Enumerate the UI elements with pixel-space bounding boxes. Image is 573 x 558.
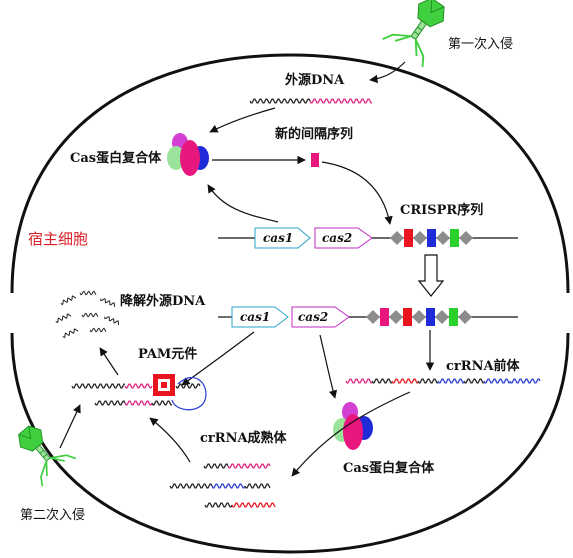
arrow-cas2-to-complex <box>319 334 338 399</box>
mature-crrna-strand <box>227 463 271 469</box>
crispr-repeat <box>390 231 404 245</box>
crispr-spacer <box>404 229 413 247</box>
genome-row-top: cas1 cas2 <box>218 227 518 249</box>
dna-fragment <box>60 295 77 306</box>
crispr-spacer <box>427 229 436 247</box>
pre-crrna-segment <box>345 378 372 384</box>
mature-crrna-label: crRNA成熟体 <box>200 430 288 446</box>
pre-crrna-label: crRNA前体 <box>446 358 521 374</box>
pre-crrna-segment <box>437 378 464 384</box>
crispr-repeat <box>389 310 403 324</box>
dna-fragment <box>81 312 99 318</box>
degraded-dna-fragments <box>55 290 120 339</box>
cas-protein-complex-icon-top <box>167 133 209 176</box>
cas1-label-middle: cas1 <box>240 310 270 324</box>
host-cell-label: 宿主细胞 <box>28 230 88 248</box>
mature-crrna-strand <box>231 502 276 508</box>
arrow-invasion-in <box>369 61 406 84</box>
crispr-spacer <box>380 308 389 326</box>
arrow-target-to-degrade <box>99 347 119 376</box>
target-dna-strand-top <box>124 383 153 389</box>
foreign-dna-strand <box>249 98 372 104</box>
second-invasion-label: 第二次入侵 <box>20 507 85 523</box>
crispr-spacer <box>403 308 412 326</box>
crispr-repeat <box>435 310 449 324</box>
dna-fragment <box>55 313 72 324</box>
crispr-repeat <box>366 310 380 324</box>
cas1-gene-middle <box>231 306 289 328</box>
hollow-arrow-transcription-step <box>417 254 445 297</box>
first-invasion-label: 第一次入侵 <box>448 36 513 52</box>
mature-crrna-strand <box>204 502 233 508</box>
foreign-dna-label: 外源DNA <box>284 72 345 88</box>
cas1-gene-top <box>254 227 311 249</box>
pre-crrna-segment <box>391 378 418 384</box>
arrow-mature-to-target <box>149 417 191 463</box>
mature-crrna-strand <box>211 483 246 489</box>
pre-crrna-segment <box>417 378 438 384</box>
target-dna-strand-bottom <box>94 400 126 406</box>
crispr-repeat <box>458 310 472 324</box>
mature-crrna-strand <box>203 463 229 469</box>
host-cell-membrane-top <box>10 53 570 294</box>
pam-element-label: PAM元件 <box>138 346 197 362</box>
target-dna-strand-top <box>175 383 201 389</box>
pre-crrna-segment <box>371 378 392 384</box>
cas2-label-top: cas2 <box>322 231 352 245</box>
dna-fragment <box>104 316 120 325</box>
genome-row-middle: cas1 cas2 <box>218 306 518 328</box>
crispr-sequence-label: CRISPR序列 <box>400 202 483 218</box>
arrow-cas-genes-to-complex <box>207 184 279 223</box>
new-spacer-block <box>311 153 319 167</box>
crispr-repeat <box>413 231 427 245</box>
host-cell-membrane-bottom <box>10 332 570 554</box>
arrow-second-invasion-up <box>59 404 81 449</box>
crispr-spacer <box>449 308 458 326</box>
crispr-repeat <box>459 231 473 245</box>
target-dna-strand-bottom <box>124 400 153 406</box>
target-dna-strand-bottom <box>151 400 172 406</box>
mature-crrna-strands <box>169 463 276 508</box>
crispr-spacer <box>426 308 435 326</box>
dna-fragment <box>62 328 79 339</box>
cas2-gene-middle <box>291 306 350 328</box>
bacteriophage-icon-top <box>381 0 459 68</box>
target-dna-duplex <box>71 383 201 406</box>
cas2-gene-top <box>314 227 373 249</box>
dna-fragment <box>100 298 116 307</box>
dna-fragment <box>89 327 107 333</box>
pre-crrna-segment <box>463 378 484 384</box>
crispr-repeat <box>436 231 450 245</box>
pre-crrna-segment <box>483 378 510 384</box>
bacteriophage-icon-bottom <box>6 415 77 488</box>
arrow-cas1-to-target <box>181 331 255 386</box>
cas2-label-middle: cas2 <box>298 310 328 324</box>
arrow-dna-to-cas <box>209 107 276 133</box>
cas-complex-top-label: Cas蛋白复合体 <box>70 150 162 166</box>
cas-protein-complex-icon-bottom <box>333 402 373 450</box>
dna-fragment <box>79 290 97 296</box>
crispr-repeat <box>412 310 426 324</box>
mature-crrna-strand <box>244 483 271 489</box>
crispr-spacer <box>450 229 459 247</box>
cas1-label-top: cas1 <box>263 231 293 245</box>
new-spacer-label: 新的间隔序列 <box>275 126 353 142</box>
degrade-dna-label: 降解外源DNA <box>120 293 206 309</box>
mature-crrna-strand <box>169 483 213 489</box>
pre-crrna-segment <box>509 378 541 384</box>
cas-complex-bottom-label: Cas蛋白复合体 <box>343 460 435 476</box>
pam-element-icon <box>153 374 175 396</box>
arrow-spacer-to-crispr <box>321 161 393 225</box>
arrow-precrrna-to-mature <box>291 391 411 477</box>
pre-crrna-strand <box>345 378 541 384</box>
target-dna-strand-top <box>71 383 125 389</box>
crrna-guide-loop <box>171 377 207 411</box>
